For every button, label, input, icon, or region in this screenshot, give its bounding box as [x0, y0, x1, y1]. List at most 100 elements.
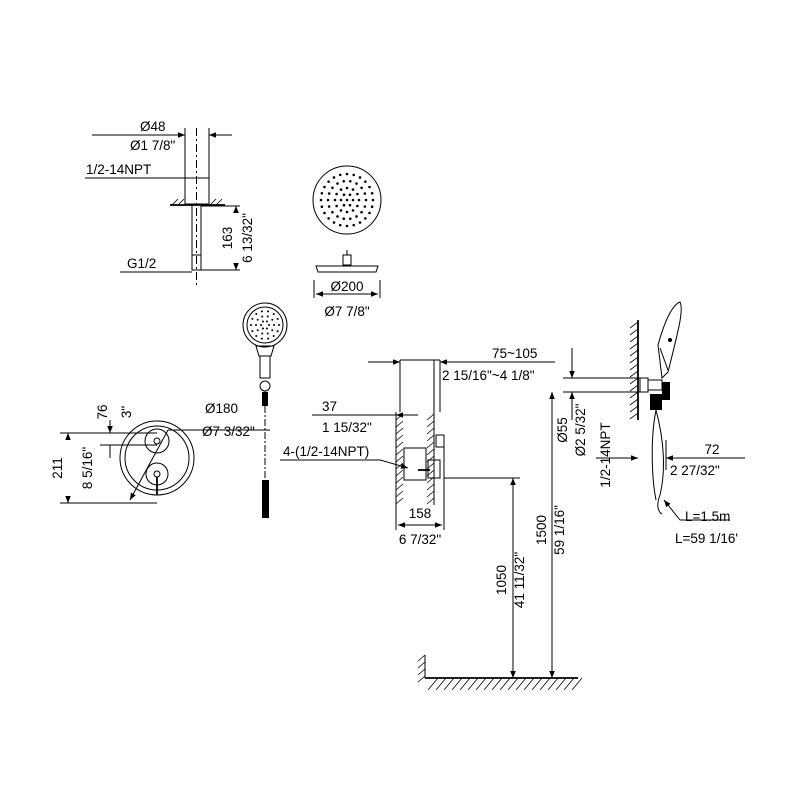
plate-h-in: 8 5/16": [80, 447, 95, 490]
hatch-line: [629, 328, 639, 336]
nozzle-dot: [370, 205, 374, 209]
hatch-line: [451, 677, 463, 691]
hatch-line: [395, 476, 404, 484]
nozzle-dot: [335, 192, 338, 196]
wall-section: [395, 359, 445, 505]
hatch-line: [629, 412, 639, 420]
nozzle-dot: [351, 198, 355, 202]
nozzle-dot: [364, 198, 368, 202]
hatch-line: [555, 677, 567, 691]
nozzle-dot: [348, 217, 352, 221]
plate-top-in: 3": [119, 406, 134, 419]
arm-dia-in: Ø1 7/8": [130, 138, 176, 153]
nozzle-dot: [335, 204, 338, 208]
hatch-line: [426, 413, 435, 421]
shower-head-side: [313, 250, 381, 298]
nozzle-dot: [323, 211, 326, 215]
head-dia-in: Ø7 7/8": [324, 304, 370, 319]
hatch-line: [467, 677, 479, 691]
hatch-line: [499, 677, 511, 691]
nozzle-dot: [255, 334, 258, 337]
nozzle-dot: [272, 334, 275, 337]
nozzle-dot: [320, 191, 324, 195]
nozzle-dot: [348, 203, 352, 207]
nozzle-dot: [331, 210, 334, 214]
hatch-line: [426, 483, 435, 491]
hatch-line: [547, 677, 559, 691]
plate-top-mm: 76: [95, 404, 110, 419]
nozzle-dot: [260, 337, 263, 340]
nozzle-dot: [338, 173, 342, 177]
nozzle-dot: [336, 182, 339, 185]
hatch-line: [443, 677, 455, 691]
nozzle-dot: [255, 313, 258, 316]
depth-mm: 37: [322, 399, 337, 414]
nozzle-dot: [276, 317, 279, 320]
nozzle-dot: [357, 198, 361, 202]
nozzle-dot: [251, 317, 254, 320]
nozzle-dot: [327, 217, 330, 220]
arm-len-in: 6 13/32": [240, 213, 255, 263]
hatch-line: [417, 654, 426, 662]
wall-dimensions: [280, 359, 555, 530]
hatch-line: [395, 469, 404, 477]
wall-off-mm: 75~105: [492, 346, 537, 361]
nozzle-dot: [351, 209, 355, 212]
nozzle-dot: [261, 315, 264, 318]
nozzle-dot: [355, 182, 358, 185]
hatch-line: [571, 677, 583, 691]
elbow-dia-mm: Ø55: [555, 417, 570, 443]
hatch-line: [395, 441, 404, 449]
valve-h-in: 41 11/32": [512, 552, 527, 609]
hatch-line: [395, 448, 404, 456]
nozzle-dot: [251, 330, 254, 333]
elbow-dia-in: Ø2 5/32": [573, 403, 588, 456]
nozzle-dot: [276, 330, 279, 333]
nozzle-dot: [342, 217, 346, 221]
nozzle-dot: [327, 192, 331, 195]
nozzle-dot: [345, 224, 349, 228]
hatch-line: [507, 677, 519, 691]
nozzle-dot: [327, 205, 331, 208]
hose-len-m: L=1.5m: [685, 509, 730, 524]
nozzle-dot: [364, 217, 367, 220]
nozzle-dot: [326, 198, 330, 202]
hatch-line: [531, 677, 543, 691]
nozzle-dot: [336, 215, 339, 218]
wall-off-in: 2 15/16"~4 1/8": [442, 368, 535, 383]
valve-trim-icon: [119, 420, 195, 496]
hatch-line: [435, 677, 447, 691]
hatch-line: [395, 455, 404, 463]
nozzle-dot: [339, 209, 343, 212]
nozzle-dot: [331, 186, 334, 190]
nozzle-dot: [266, 320, 268, 323]
floor: [417, 654, 583, 691]
hatch-line: [417, 661, 426, 669]
right-dimensions: [563, 348, 745, 521]
nozzle-dot: [360, 210, 363, 214]
wall-elbow-icon: [629, 301, 682, 515]
hatch-line: [539, 677, 551, 691]
valve-ports: 4-(1/2-14NPT): [283, 444, 369, 459]
nozzle-dot: [345, 186, 349, 190]
hatch-line: [417, 668, 426, 676]
nozzle-dot: [339, 198, 343, 202]
nozzle-dot: [352, 173, 356, 177]
nozzle-dot: [327, 180, 330, 183]
hatch-line: [629, 384, 639, 392]
nozzle-dot: [266, 332, 269, 335]
arm-dimensions: [85, 128, 240, 273]
nozzle-dot: [272, 313, 275, 316]
arm-h-mm: 1500: [534, 515, 549, 545]
hatch-line: [426, 427, 435, 435]
holder-off-mm: 72: [704, 442, 719, 457]
nozzle-dot: [363, 205, 367, 208]
nozzle-dot: [355, 215, 358, 218]
nozzle-dot: [358, 176, 362, 179]
hatch-line: [629, 321, 639, 329]
hatch-line: [395, 497, 404, 505]
hatch-line: [426, 434, 435, 442]
nozzle-dot: [278, 324, 280, 326]
nozzle-dot: [256, 318, 259, 321]
nozzle-dot: [345, 172, 349, 176]
